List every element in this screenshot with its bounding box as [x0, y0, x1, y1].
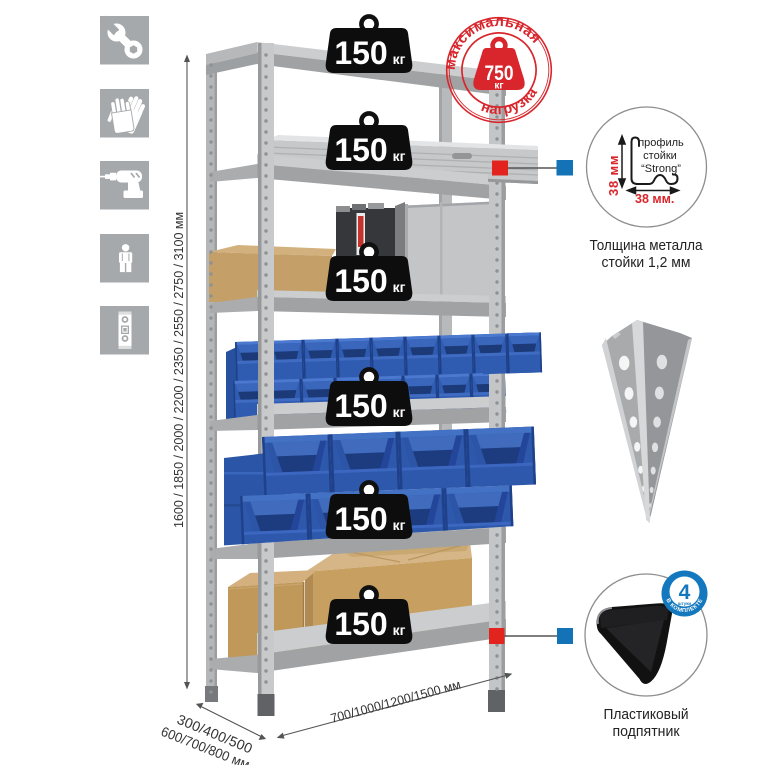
svg-text:подпятник: подпятник — [613, 723, 680, 740]
svg-text:Пластиковый: Пластиковый — [604, 706, 689, 723]
svg-text:штуки: штуки — [678, 601, 692, 606]
svg-text:150: 150 — [334, 35, 387, 71]
svg-text:1600 / 1850 / 2000 / 2200 / 23: 1600 / 1850 / 2000 / 2200 / 2350 / 2550 … — [172, 212, 186, 528]
svg-text:4: 4 — [679, 581, 691, 604]
svg-text:700/1000/1200/1500 мм: 700/1000/1200/1500 мм — [329, 677, 462, 726]
svg-text:“Strong”: “Strong” — [641, 163, 681, 175]
svg-text:профиль: профиль — [638, 137, 684, 149]
svg-text:38 мм: 38 мм — [606, 155, 621, 196]
svg-text:Толщина металла: Толщина металла — [590, 238, 704, 254]
svg-text:кг: кг — [494, 81, 503, 92]
svg-text:750: 750 — [485, 62, 514, 85]
svg-text:стойки: стойки — [643, 150, 677, 162]
svg-text:кг: кг — [393, 51, 406, 67]
svg-text:стойки 1,2 мм: стойки 1,2 мм — [602, 255, 691, 271]
svg-text:38 мм.: 38 мм. — [635, 192, 674, 206]
